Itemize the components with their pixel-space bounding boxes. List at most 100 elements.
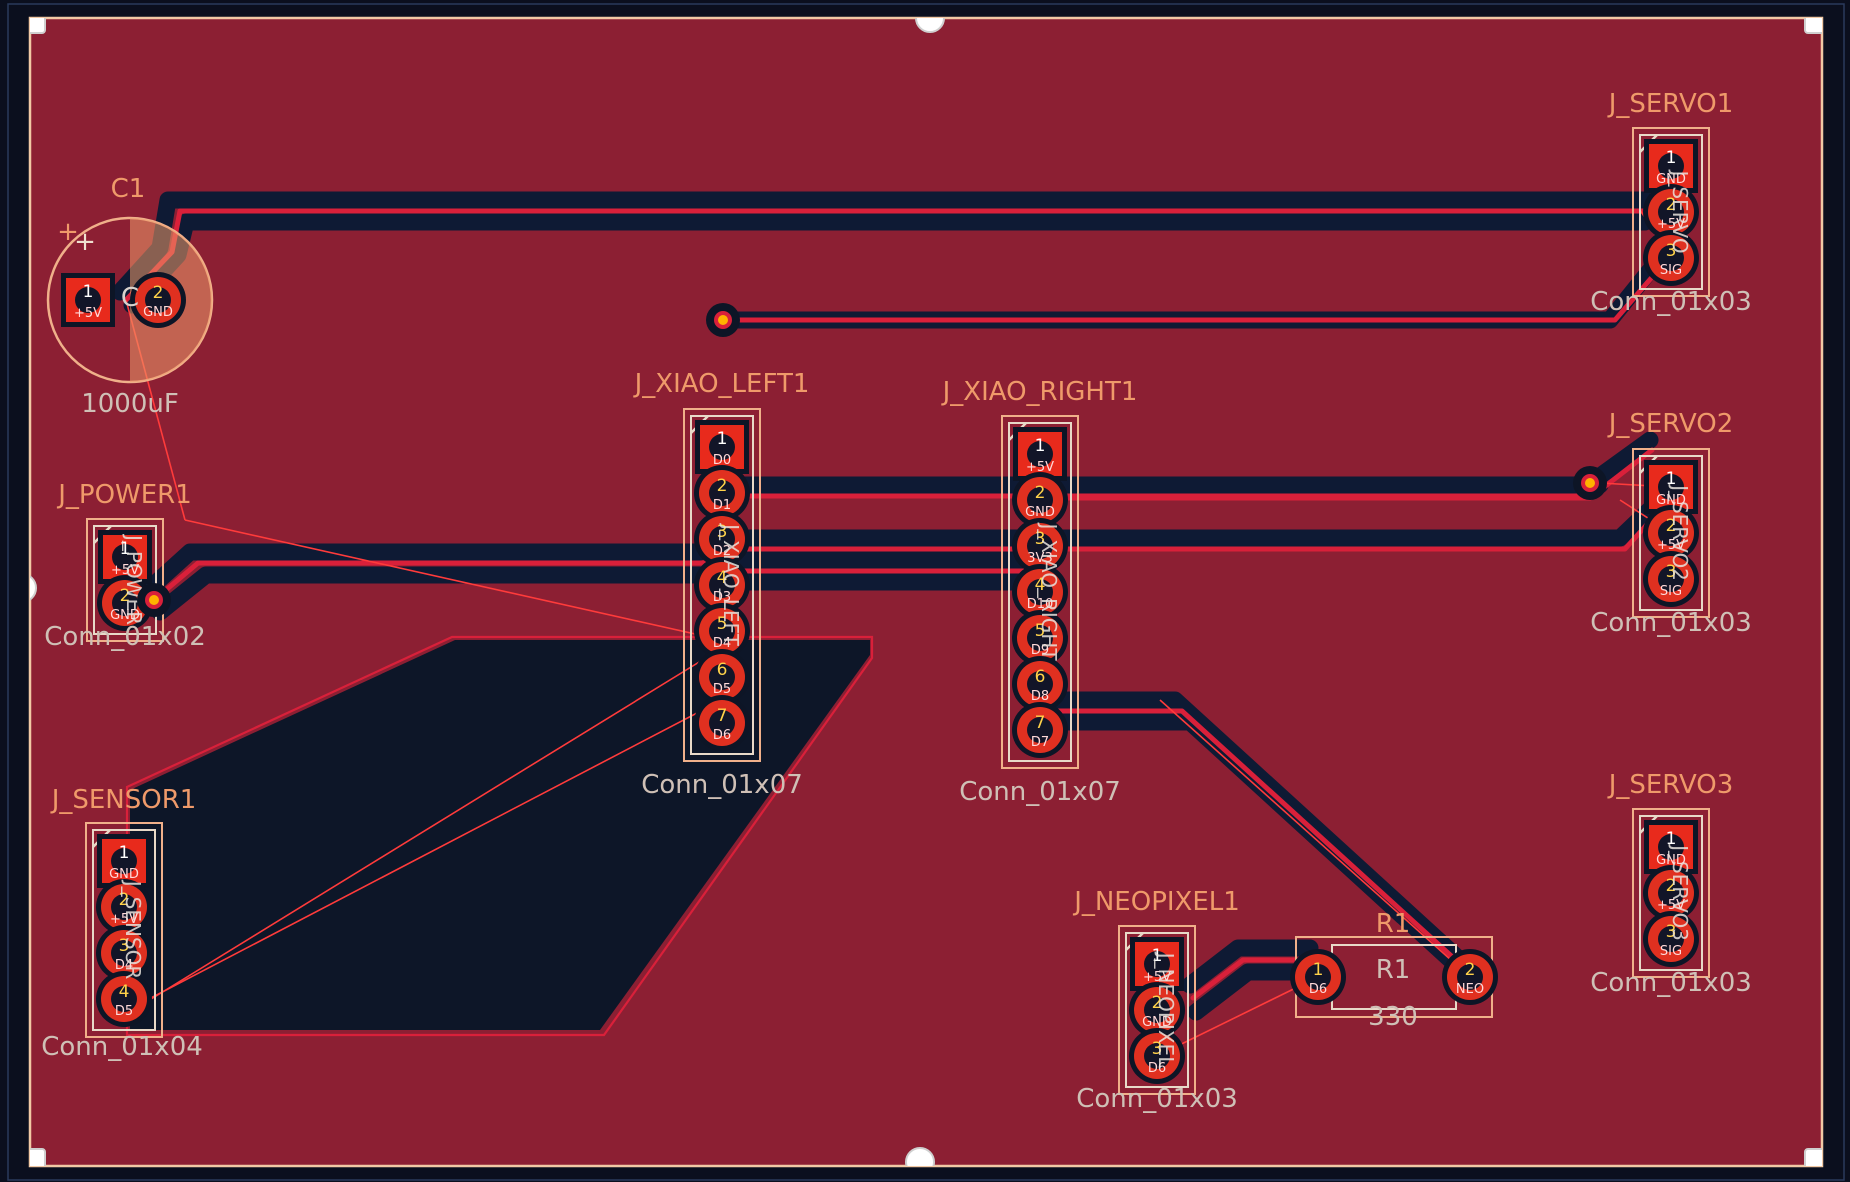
pad-net: D5 [115, 1004, 133, 1019]
pad-drill[interactable] [709, 664, 735, 690]
pad-drill[interactable] [1144, 951, 1170, 977]
pad-number: 3 [1666, 562, 1677, 582]
hole-bottom-left[interactable] [11, 1148, 46, 1182]
pad-drill[interactable] [1305, 964, 1331, 990]
trace-top-neo-r1 [1190, 957, 1315, 1001]
courtyard[interactable] [1632, 448, 1710, 618]
courtyard[interactable] [1632, 808, 1710, 978]
ratsnest-r1-xiao [1159, 699, 1471, 978]
courtyard[interactable] [683, 408, 761, 762]
pad-drill[interactable] [1027, 441, 1053, 467]
pad-drill[interactable] [1144, 997, 1170, 1023]
silk-outline[interactable] [1639, 134, 1703, 290]
pad-drill[interactable] [709, 618, 735, 644]
pad-number: 2 [1666, 195, 1677, 215]
hole-top-left[interactable] [11, 0, 46, 34]
pad-drill[interactable] [709, 434, 735, 460]
silk-outline[interactable] [1125, 932, 1189, 1088]
pad-number: 3 [1666, 241, 1677, 261]
hole-top-right[interactable] [1804, 0, 1839, 34]
pad-drill[interactable] [112, 590, 138, 616]
pad-net: D0 [713, 453, 731, 468]
pad-net: D2 [713, 544, 731, 559]
pad-drill[interactable] [1027, 625, 1053, 651]
pad-number: 2 [120, 586, 131, 606]
inner-value-label-R1: R1 [1376, 955, 1411, 985]
courtyard[interactable] [1118, 925, 1196, 1095]
via-via-power[interactable] [137, 583, 171, 617]
pad-drill[interactable] [111, 894, 137, 920]
pad-drill[interactable] [1658, 926, 1684, 952]
via-hole[interactable] [1585, 478, 1595, 488]
cap-plus-2: + [74, 227, 96, 257]
hole-bottom-right[interactable] [1804, 1148, 1839, 1182]
silk-outline[interactable] [1639, 455, 1703, 611]
reference-label-J_SERVO1: J_SERVO1 [1607, 89, 1734, 119]
pad-drill[interactable] [1658, 880, 1684, 906]
pad-net: GND [1656, 493, 1686, 508]
pad-drill[interactable] [1658, 520, 1684, 546]
silk-outline[interactable] [1639, 815, 1703, 971]
courtyard[interactable] [1632, 127, 1710, 297]
via-via-top-center[interactable] [706, 303, 740, 337]
value-label-J_SERVO2: Conn_01x03 [1590, 608, 1752, 638]
pad-drill[interactable] [1658, 474, 1684, 500]
pad-drill[interactable] [1027, 533, 1053, 559]
via-hole[interactable] [149, 595, 159, 605]
footprints-layer[interactable]: ++1+5V2GNDC1+5V2GNDJ_POWER1GND2+5V3D44D5… [46, 127, 1710, 1095]
pad-drill[interactable] [1027, 717, 1053, 743]
pad-drill[interactable] [1027, 579, 1053, 605]
via-hole[interactable] [718, 315, 728, 325]
hole-left-middle[interactable] [8, 574, 37, 602]
silk-outline[interactable] [1008, 422, 1072, 762]
pad-drill[interactable] [1144, 1043, 1170, 1069]
value-label-J_SERVO3: Conn_01x03 [1590, 968, 1752, 998]
silk-outline[interactable] [93, 525, 157, 635]
via-via-servo2[interactable] [1573, 466, 1607, 500]
pad-drill[interactable] [75, 287, 101, 313]
pad-drill[interactable] [1658, 834, 1684, 860]
pad-drill[interactable] [1027, 487, 1053, 513]
pad-drill[interactable] [112, 544, 138, 570]
hole-bottom-center[interactable] [905, 1147, 935, 1176]
pad-drill[interactable] [709, 526, 735, 552]
pad-drill[interactable] [1658, 153, 1684, 179]
pad-drill[interactable] [145, 287, 171, 313]
pad-drill[interactable] [1658, 566, 1684, 592]
silk-vertical-ref: J_SENSOR [121, 879, 145, 980]
courtyard[interactable] [1001, 415, 1079, 769]
pad-net: 3V3 [1027, 551, 1052, 566]
ratsnest-neo-r1 [1156, 976, 1319, 1057]
pad-drill[interactable] [709, 480, 735, 506]
pad-drill[interactable] [1658, 199, 1684, 225]
silk-outline[interactable] [690, 415, 754, 755]
pad-drill[interactable] [709, 710, 735, 736]
pad-drill[interactable] [709, 572, 735, 598]
pad-net: +5V [1026, 460, 1054, 475]
pad-drill[interactable] [1457, 964, 1483, 990]
pad-drill[interactable] [1658, 245, 1684, 271]
mounting-holes-layer[interactable] [8, 0, 1839, 1182]
pad-drill[interactable] [111, 848, 137, 874]
pad-drill[interactable] [1027, 671, 1053, 697]
pad-drill[interactable] [111, 986, 137, 1012]
courtyard[interactable] [85, 822, 163, 1038]
pad-number: 1 [1666, 148, 1677, 168]
hole-top-center[interactable] [915, 4, 945, 33]
silk-outline[interactable] [92, 829, 156, 1031]
courtyard[interactable] [86, 518, 164, 642]
pad-drill[interactable] [111, 940, 137, 966]
ratsnest-power-xiao [184, 519, 723, 641]
value-label-J_SENSOR1: Conn_01x04 [41, 1032, 203, 1062]
